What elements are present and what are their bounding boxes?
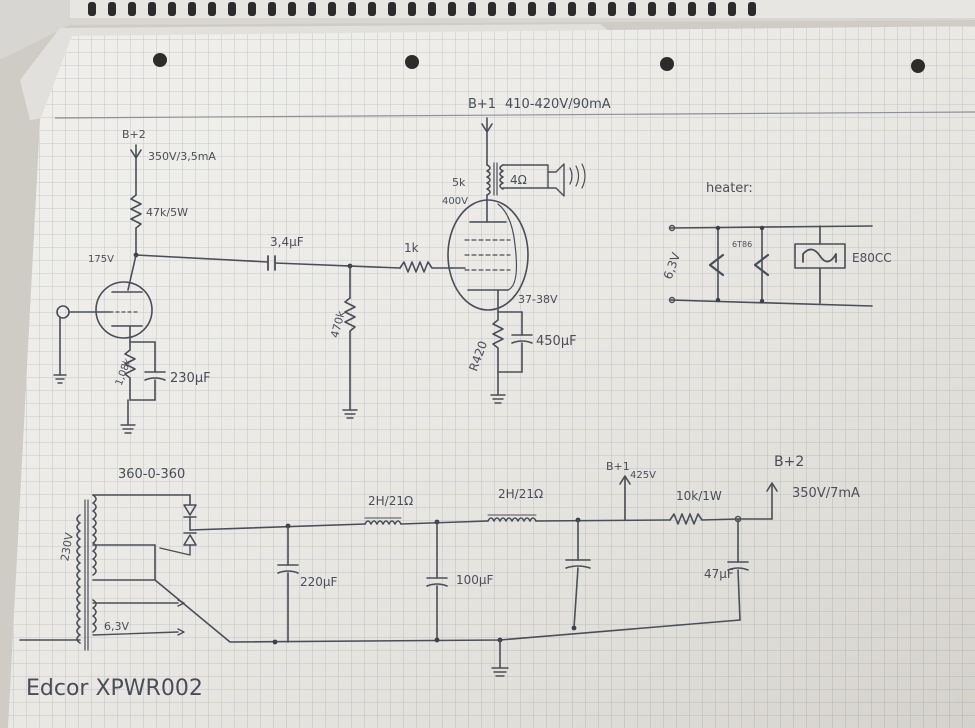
psu-b2-label: B+2	[774, 454, 804, 470]
output-stage	[447, 117, 586, 404]
output-transformer-symbol	[486, 164, 491, 196]
preamp-b2-supply: 350V/3,5mA	[148, 150, 216, 163]
psu-choke1-label: 2H/21Ω	[368, 494, 413, 508]
psu-transformer-hv: 360-0-360	[118, 467, 185, 482]
transformer-secondary-label: 4Ω	[510, 173, 527, 187]
speaker-icon	[547, 163, 565, 197]
heater-title: heater:	[706, 181, 753, 196]
grid-stopper-label: 1k	[404, 241, 419, 255]
psu-filter-cap: 100μF	[456, 573, 494, 587]
psu-b1-label: B+1	[606, 460, 630, 473]
heater-filament-2	[753, 253, 770, 277]
output-b1-label: B+1	[468, 97, 496, 112]
preamp-triode-symbol	[95, 281, 153, 339]
psu-dropper-label: 10k/1W	[676, 489, 722, 503]
preamp-plate-voltage: 175V	[88, 254, 114, 265]
heater-circuit	[668, 224, 873, 307]
coupling-network	[267, 255, 453, 419]
output-b1-supply: 410-420V/90mA	[505, 97, 611, 112]
spiral-binding	[70, 0, 975, 18]
output-cathode-cap: 450μF	[536, 334, 577, 349]
output-plate-voltage: 400V	[442, 196, 468, 207]
coupling-cap-label: 3,4μF	[270, 235, 304, 249]
plate-resistor-label: 47k/5W	[146, 206, 188, 219]
psu-heater-winding: 6,3V	[104, 620, 129, 633]
power-transformer-primary	[76, 514, 81, 644]
psu-b1-voltage: 425V	[630, 470, 656, 481]
plate-resistor-symbol	[130, 194, 142, 256]
choke-2-symbol	[487, 517, 537, 522]
heater-filament-1	[708, 253, 725, 277]
psu-model-label: Edcor XPWR002	[26, 676, 203, 701]
transformer-primary-label: 5k	[452, 176, 466, 189]
psu-choke2-label: 2H/21Ω	[498, 487, 543, 501]
dropper-resistor-symbol	[669, 513, 739, 525]
heater-tube1: 6T86	[732, 240, 752, 249]
preamp-stage	[53, 144, 269, 434]
output-pentode-symbol	[447, 199, 529, 311]
preamp-cathode-cap: 230μF	[170, 371, 211, 386]
psu-b2-supply: 350V/7mA	[792, 486, 860, 501]
psu-final-cap: 47μF	[704, 567, 734, 581]
choke-1-symbol	[364, 520, 402, 525]
graph-paper-sheet	[8, 26, 975, 728]
psu-reservoir-cap: 220μF	[300, 575, 338, 589]
power-supply	[19, 475, 778, 677]
preamp-b2-label: B+2	[122, 128, 146, 141]
output-cathode-voltage: 37-38V	[518, 293, 558, 306]
heater-tube2: E80CC	[852, 251, 892, 265]
psu-primary-voltage: 230V	[58, 531, 76, 562]
